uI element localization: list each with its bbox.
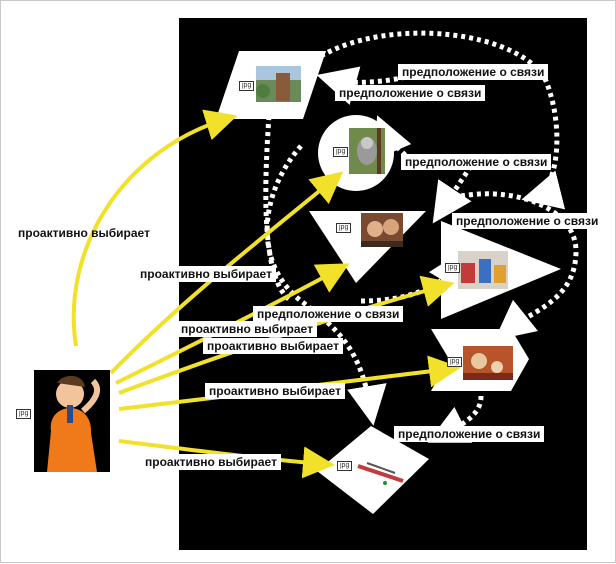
relation-arrow [427, 395, 484, 443]
food-image [463, 346, 513, 380]
proactive-label: проактивно выбирает [141, 454, 281, 470]
proactive-label: проактивно выбирает [136, 266, 276, 282]
jpg-tag: jpg [16, 409, 32, 419]
relation-label: предположение о связи [253, 306, 404, 322]
relation-arrow [432, 164, 474, 224]
relation-label: предположение о связи [398, 64, 549, 80]
proactive-label: проактивно выбирает [177, 321, 317, 337]
person-figure [34, 370, 110, 472]
nodes [216, 51, 561, 514]
proactive-arrows [71, 109, 461, 479]
relation-label: предположение о связи [394, 426, 545, 442]
couple-image [361, 213, 403, 247]
parade-image [458, 251, 508, 289]
jpg-tag: jpg [239, 81, 255, 91]
tool-image [357, 462, 404, 485]
relation-label: предположение о связи [452, 213, 603, 229]
koala-image [349, 128, 385, 174]
jpg-tag: jpg [337, 461, 353, 471]
jpg-tag: jpg [333, 147, 349, 157]
relation-label: предположение о связи [401, 154, 552, 170]
node-images [34, 66, 513, 485]
jpg-tag: jpg [445, 263, 461, 273]
proactive-label: проактивно выбирает [205, 383, 345, 399]
relation-arrow [264, 144, 387, 426]
proactive-label: проактивно выбирает [203, 338, 343, 354]
landscape-image [256, 66, 301, 102]
proactive-label: проактивно выбирает [18, 226, 150, 240]
jpg-tag: jpg [336, 223, 352, 233]
relation-arrow [263, 115, 293, 304]
relation-arrow [460, 191, 579, 341]
proactive-arrow [71, 109, 238, 347]
relation-label: предположение о связи [335, 85, 486, 101]
jpg-tag: jpg [447, 357, 463, 367]
